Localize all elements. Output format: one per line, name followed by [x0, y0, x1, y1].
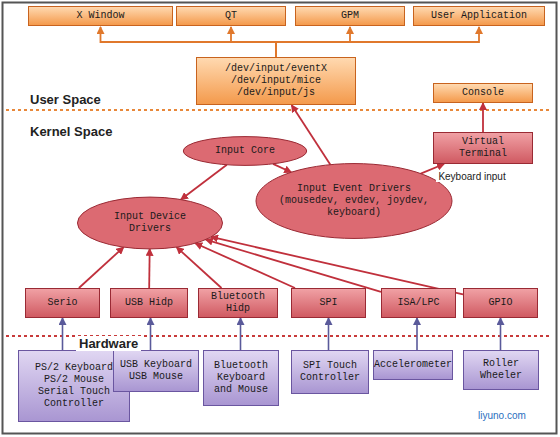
arrow-connector — [62, 318, 64, 350]
node-text: Bluetooth Hidp — [203, 291, 273, 315]
arrow-connector — [328, 318, 330, 350]
app-box: GPM — [295, 6, 405, 26]
arrow-connector — [276, 27, 479, 57]
node-text: USB Hidp — [125, 297, 173, 309]
node-text: Input Device Drivers — [98, 211, 202, 235]
user-kernel-divider — [6, 109, 552, 111]
arrow-connector — [482, 103, 484, 132]
arrow-connector — [101, 27, 277, 57]
hardware-box: SPI Touch Controller — [291, 350, 369, 394]
driver-ellipse: Input Device Drivers — [76, 196, 224, 250]
frame-border — [3, 3, 557, 434]
arrow-connector — [211, 237, 463, 294]
console-box: Console — [433, 83, 533, 103]
hardware-box: Bluetooth Keyboard and Mouse — [203, 350, 279, 406]
arrow-connector — [273, 164, 291, 172]
core-ellipse: Input Core — [182, 136, 308, 166]
app-box: User Application — [413, 6, 545, 26]
node-text: /dev/input/eventX /dev/input/mice /dev/i… — [201, 63, 351, 99]
arrow-connector — [181, 165, 227, 200]
bus-box: USB Hidp — [110, 288, 188, 318]
arrow-connector — [231, 27, 276, 57]
arrow-connector — [148, 249, 150, 288]
node-text: ISA/LPC — [397, 297, 439, 309]
node-text: User Application — [431, 10, 527, 22]
device-file-box: /dev/input/eventX /dev/input/mice /dev/i… — [196, 57, 356, 105]
node-text: Virtual Terminal — [438, 136, 528, 160]
node-text: X Window — [76, 10, 124, 22]
bus-box: SPI — [291, 288, 366, 318]
hardware-box: Accelerometer — [373, 350, 453, 380]
node-text: USB Keyboard USB Mouse — [118, 359, 194, 383]
node-text: Accelerometer — [374, 359, 452, 371]
bus-box: Bluetooth Hidp — [198, 288, 278, 318]
terminal-box: Virtual Terminal — [433, 132, 533, 164]
arrow-connector — [240, 318, 242, 350]
node-text: GPM — [341, 10, 359, 22]
node-text: Input Core — [215, 145, 275, 157]
app-box: QT — [176, 6, 286, 26]
bus-box: ISA/LPC — [381, 288, 456, 318]
hardware-box: USB Keyboard USB Mouse — [113, 350, 199, 392]
node-text: SPI Touch Controller — [296, 360, 364, 384]
arrow-connector — [500, 318, 502, 350]
bus-box: GPIO — [463, 288, 538, 318]
app-box: X Window — [28, 6, 173, 26]
bus-box: Serio — [25, 288, 100, 318]
edge-label: Keyboard input — [436, 171, 507, 182]
node-text: Roller Wheeler — [468, 358, 534, 382]
arrow-connector — [206, 240, 381, 292]
hardware-box: Roller Wheeler — [463, 350, 539, 390]
region-label: Kernel Space — [30, 124, 112, 139]
arrow-connector — [195, 243, 295, 288]
node-text: Bluetooth Keyboard and Mouse — [208, 360, 274, 396]
node-text: PS/2 Keyboard PS/2 Mouse Serial Touch Co… — [23, 362, 125, 410]
node-text: QT — [225, 10, 237, 22]
node-text: Serio — [47, 297, 77, 309]
node-text: Input Event Drivers (mousedev, evdev, jo… — [276, 183, 432, 219]
node-text: GPIO — [488, 297, 512, 309]
node-text: SPI — [319, 297, 337, 309]
region-label: User Space — [30, 92, 101, 107]
driver-ellipse: Input Event Drivers (mousedev, evdev, jo… — [254, 162, 454, 240]
arrow-connector — [150, 318, 152, 350]
arrow-connector — [177, 247, 222, 288]
arrow-connector — [416, 318, 418, 350]
region-label: Hardware — [76, 336, 141, 351]
node-text: Console — [462, 87, 504, 99]
watermark: liyuno.com — [478, 410, 526, 421]
arrow-connector — [79, 247, 124, 288]
